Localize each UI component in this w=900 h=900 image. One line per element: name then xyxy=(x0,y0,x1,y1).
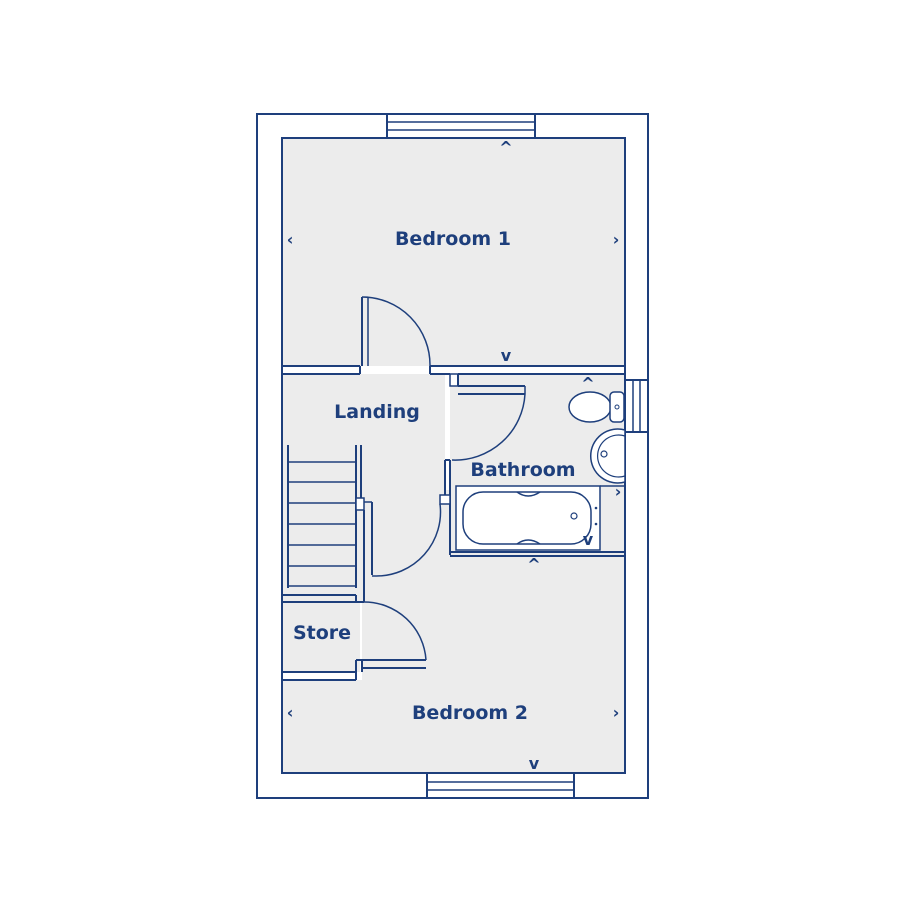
toilet xyxy=(568,391,625,423)
label-bathroom: Bathroom xyxy=(470,459,575,481)
window-bathroom xyxy=(624,379,649,433)
arrow-bedroom2-top: ^ xyxy=(527,555,540,574)
arrow-bathroom-top: ^ xyxy=(581,374,594,393)
window-bedroom2 xyxy=(426,772,575,799)
arrow-bedroom1-left: ‹ xyxy=(287,230,294,249)
bathroom-west-wall xyxy=(439,385,625,557)
label-bedroom1: Bedroom 1 xyxy=(395,228,511,250)
bedroom1-floor xyxy=(282,138,625,366)
arrow-bedroom1-top: ^ xyxy=(499,138,512,157)
arrow-bedroom2-right: › xyxy=(613,703,620,722)
label-landing: Landing xyxy=(334,401,420,423)
window-bedroom1 xyxy=(386,113,536,139)
arrow-bathroom-bottom: v xyxy=(583,530,594,549)
label-bedroom2: Bedroom 2 xyxy=(412,702,528,724)
wash-basin xyxy=(590,428,626,484)
store-floor xyxy=(282,600,360,672)
arrow-bedroom1-bottom: v xyxy=(501,346,512,365)
landing-floor-extra xyxy=(372,490,450,602)
bathtub xyxy=(455,485,625,551)
label-store: Store xyxy=(293,622,351,644)
door-bathroom xyxy=(451,386,526,461)
store-walls xyxy=(282,594,426,681)
door-bedroom1 xyxy=(361,296,431,367)
arrow-bedroom2-left: ‹ xyxy=(287,703,294,722)
door-store xyxy=(363,601,427,661)
door-landing-bedroom2 xyxy=(372,503,442,577)
staircase xyxy=(287,445,373,595)
arrow-bedroom2-bottom: v xyxy=(529,754,540,773)
arrow-bedroom1-right: › xyxy=(613,230,620,249)
arrow-bathroom-right: › xyxy=(615,482,622,501)
bedroom2-floor xyxy=(282,552,625,772)
wall-bedroom1-bottom xyxy=(282,365,625,387)
